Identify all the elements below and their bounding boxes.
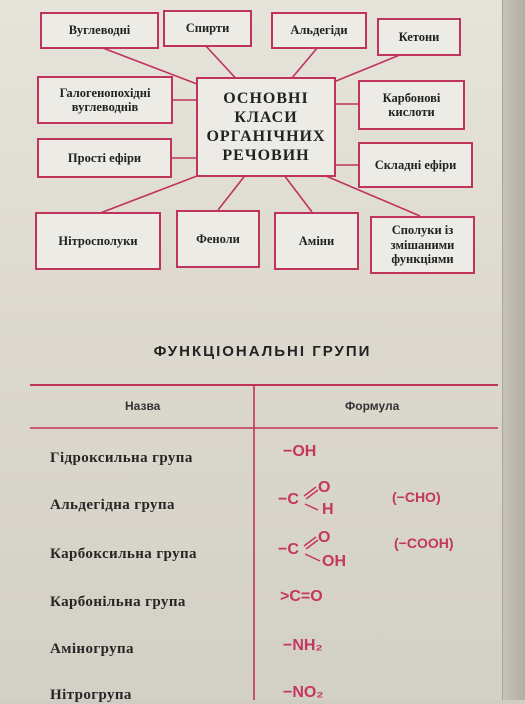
svg-text:OH: OH: [322, 553, 346, 570]
row-name: Аміногрупа: [50, 641, 134, 657]
column-header-formula: Формула: [345, 399, 400, 413]
class-label: Кетони: [398, 29, 440, 44]
svg-text:O: O: [318, 529, 330, 546]
class-box-amines: Аміни: [274, 212, 359, 270]
class-box-esters: Складні ефіри: [358, 142, 473, 188]
formula-carbonyl: >C=O: [280, 588, 323, 605]
column-header-name: Назва: [125, 399, 161, 413]
class-box-ethers: Прості ефіри: [37, 138, 172, 178]
row-name: Карбоксильна група: [50, 546, 197, 562]
svg-text:−C: −C: [278, 491, 299, 508]
class-box-nitro-compounds: Нітросполуки: [35, 212, 161, 270]
class-box-hydrocarbons: Вуглеводні: [40, 12, 159, 49]
row-name: Нітрогрупа: [50, 687, 132, 703]
center-label: ОСНОВНІ КЛАСИ ОРГАНІЧНИХ РЕЧОВИН: [206, 89, 326, 165]
row-name: Карбонільна група: [50, 594, 186, 610]
class-box-carboxylic-acids: Карбонові кислоти: [358, 80, 465, 130]
class-label: Аміни: [298, 233, 335, 248]
formula-aldehyde: −C O H: [278, 479, 334, 518]
class-label: Карбонові кислоти: [382, 90, 441, 119]
class-label: Складні ефіри: [374, 157, 457, 172]
class-box-mixed-function: Сполуки із змішаними функціями: [370, 216, 475, 274]
class-label: Нітросполуки: [58, 233, 138, 248]
class-label: Сполуки із змішаними функціями: [390, 223, 455, 267]
table-title: ФУНКЦІОНАЛЬНІ ГРУПИ: [153, 343, 372, 360]
class-label: Прості ефіри: [67, 150, 142, 165]
row-name: Альдегідна група: [50, 497, 175, 513]
formula-carboxyl-alt: (−COOH): [394, 535, 454, 551]
class-box-phenols: Феноли: [176, 210, 260, 268]
formula-hydroxyl: −OH: [283, 443, 317, 460]
class-label: Вуглеводні: [68, 23, 131, 38]
page-edge: [502, 0, 525, 700]
class-box-alcohols: Спирти: [163, 10, 252, 47]
svg-text:O: O: [318, 479, 330, 496]
svg-text:−C: −C: [278, 541, 299, 558]
class-label: Галогенопохідні вуглеводнів: [59, 85, 151, 114]
formula-aldehyde-alt: (−CHO): [392, 489, 441, 505]
formula-nitro: −NO₂: [283, 684, 324, 701]
class-box-aldehydes: Альдегіди: [271, 12, 367, 49]
svg-text:H: H: [322, 501, 334, 518]
formula-carboxyl: −C O OH: [278, 529, 346, 570]
class-label: Феноли: [196, 231, 240, 246]
class-label: Спирти: [185, 21, 230, 36]
formula-amino: −NH₂: [283, 637, 323, 654]
class-box-halo-hydrocarbons: Галогенопохідні вуглеводнів: [37, 76, 173, 124]
class-box-ketones: Кетони: [377, 18, 461, 56]
center-box: ОСНОВНІ КЛАСИ ОРГАНІЧНИХ РЕЧОВИН: [196, 77, 336, 177]
class-label: Альдегіди: [290, 23, 348, 38]
row-name: Гідроксильна група: [50, 450, 193, 466]
